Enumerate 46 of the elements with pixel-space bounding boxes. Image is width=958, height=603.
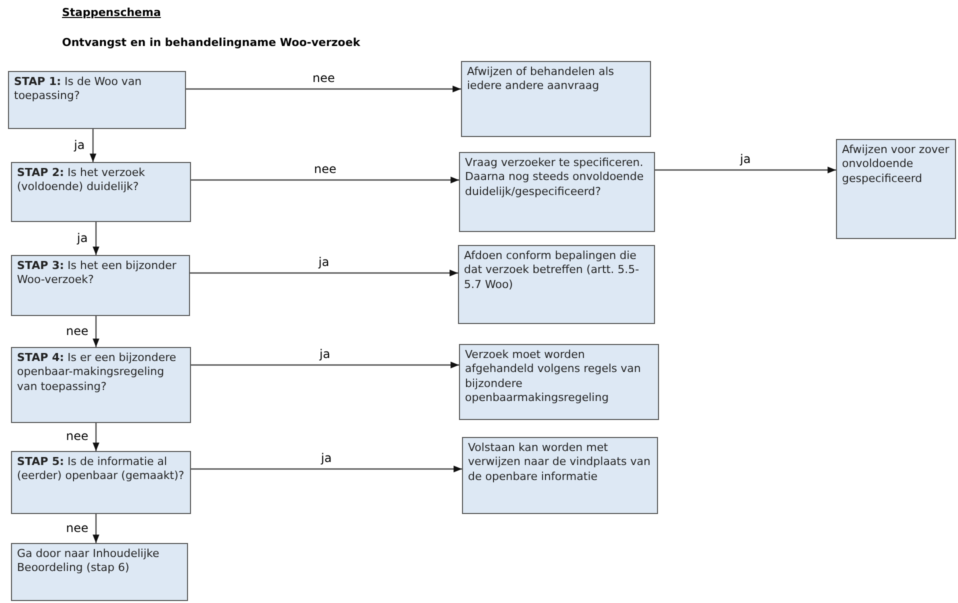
process-box <box>461 61 651 137</box>
process-box <box>11 162 191 222</box>
edge-label: ja <box>318 348 332 362</box>
box-text: STAP 4: Is er een bijzondere openbaar-makingsregeling van toepassing? <box>17 351 178 394</box>
edge-label: ja <box>319 452 334 466</box>
arrow <box>92 423 100 451</box>
arrow <box>191 176 459 184</box>
box-text: Afdoen conform bepalingen die dat verzoek betreffen (artt. 5.5-5.7 Woo) <box>464 249 640 292</box>
arrow <box>190 270 458 276</box>
process-box <box>11 543 188 601</box>
process-box <box>11 255 190 316</box>
heading: Stappenschema <box>62 6 161 19</box>
box-text: STAP 5: Is de informatie al (eerder) openbaar (gemaakt)? <box>17 455 185 484</box>
box-text: Ga door naar Inhoudelijke Beoordeling (stap 6) <box>17 547 160 576</box>
box-text: Afwijzen of behandelen als iedere andere aanvraag <box>467 65 616 94</box>
subheading: Ontvangst en in behandelingname Woo-verzoek <box>62 36 360 49</box>
arrow <box>92 222 100 255</box>
arrow <box>90 129 96 162</box>
edge-label: nee <box>64 430 90 444</box>
edge-label: nee <box>310 72 337 86</box>
process-box <box>11 451 191 514</box>
edge-label: ja <box>72 138 87 152</box>
process-box <box>459 152 655 232</box>
arrow <box>92 316 100 347</box>
box-text: Volstaan kan worden met verwijzen naar de vindplaats van de openbare informatie <box>468 441 652 484</box>
process-box <box>11 347 191 423</box>
process-box <box>458 245 655 324</box>
process-box <box>836 139 956 239</box>
edge-label: nee <box>312 163 338 176</box>
process-box <box>8 71 186 129</box>
box-text: Vraag verzoeker te specificeren. Daarna nog steeds onvoldoende duidelijk/gespecificeerd? <box>465 156 645 199</box>
arrow <box>191 466 462 472</box>
box-text: STAP 3: Is het een bijzonder Woo-verzoek? <box>17 259 178 288</box>
arrow <box>191 362 459 368</box>
arrow <box>655 166 836 174</box>
process-box <box>462 437 658 514</box>
arrow <box>186 86 461 92</box>
edge-label: ja <box>738 153 753 166</box>
edge-label: ja <box>316 256 332 270</box>
process-box <box>459 344 659 420</box>
arrow <box>92 514 100 543</box>
box-text: STAP 1: Is de Woo van toepassing? <box>14 75 143 104</box>
box-text: Verzoek moet worden afgehandeld volgens regels van bijzondere openbaarmakingsregeling <box>465 348 642 406</box>
box-text: Afwijzen voor zover onvoldoende gespecificeerd <box>842 143 950 186</box>
edge-label: ja <box>75 232 90 245</box>
box-text: STAP 2: Is het verzoek (voldoende) duidelijk? <box>17 166 146 195</box>
